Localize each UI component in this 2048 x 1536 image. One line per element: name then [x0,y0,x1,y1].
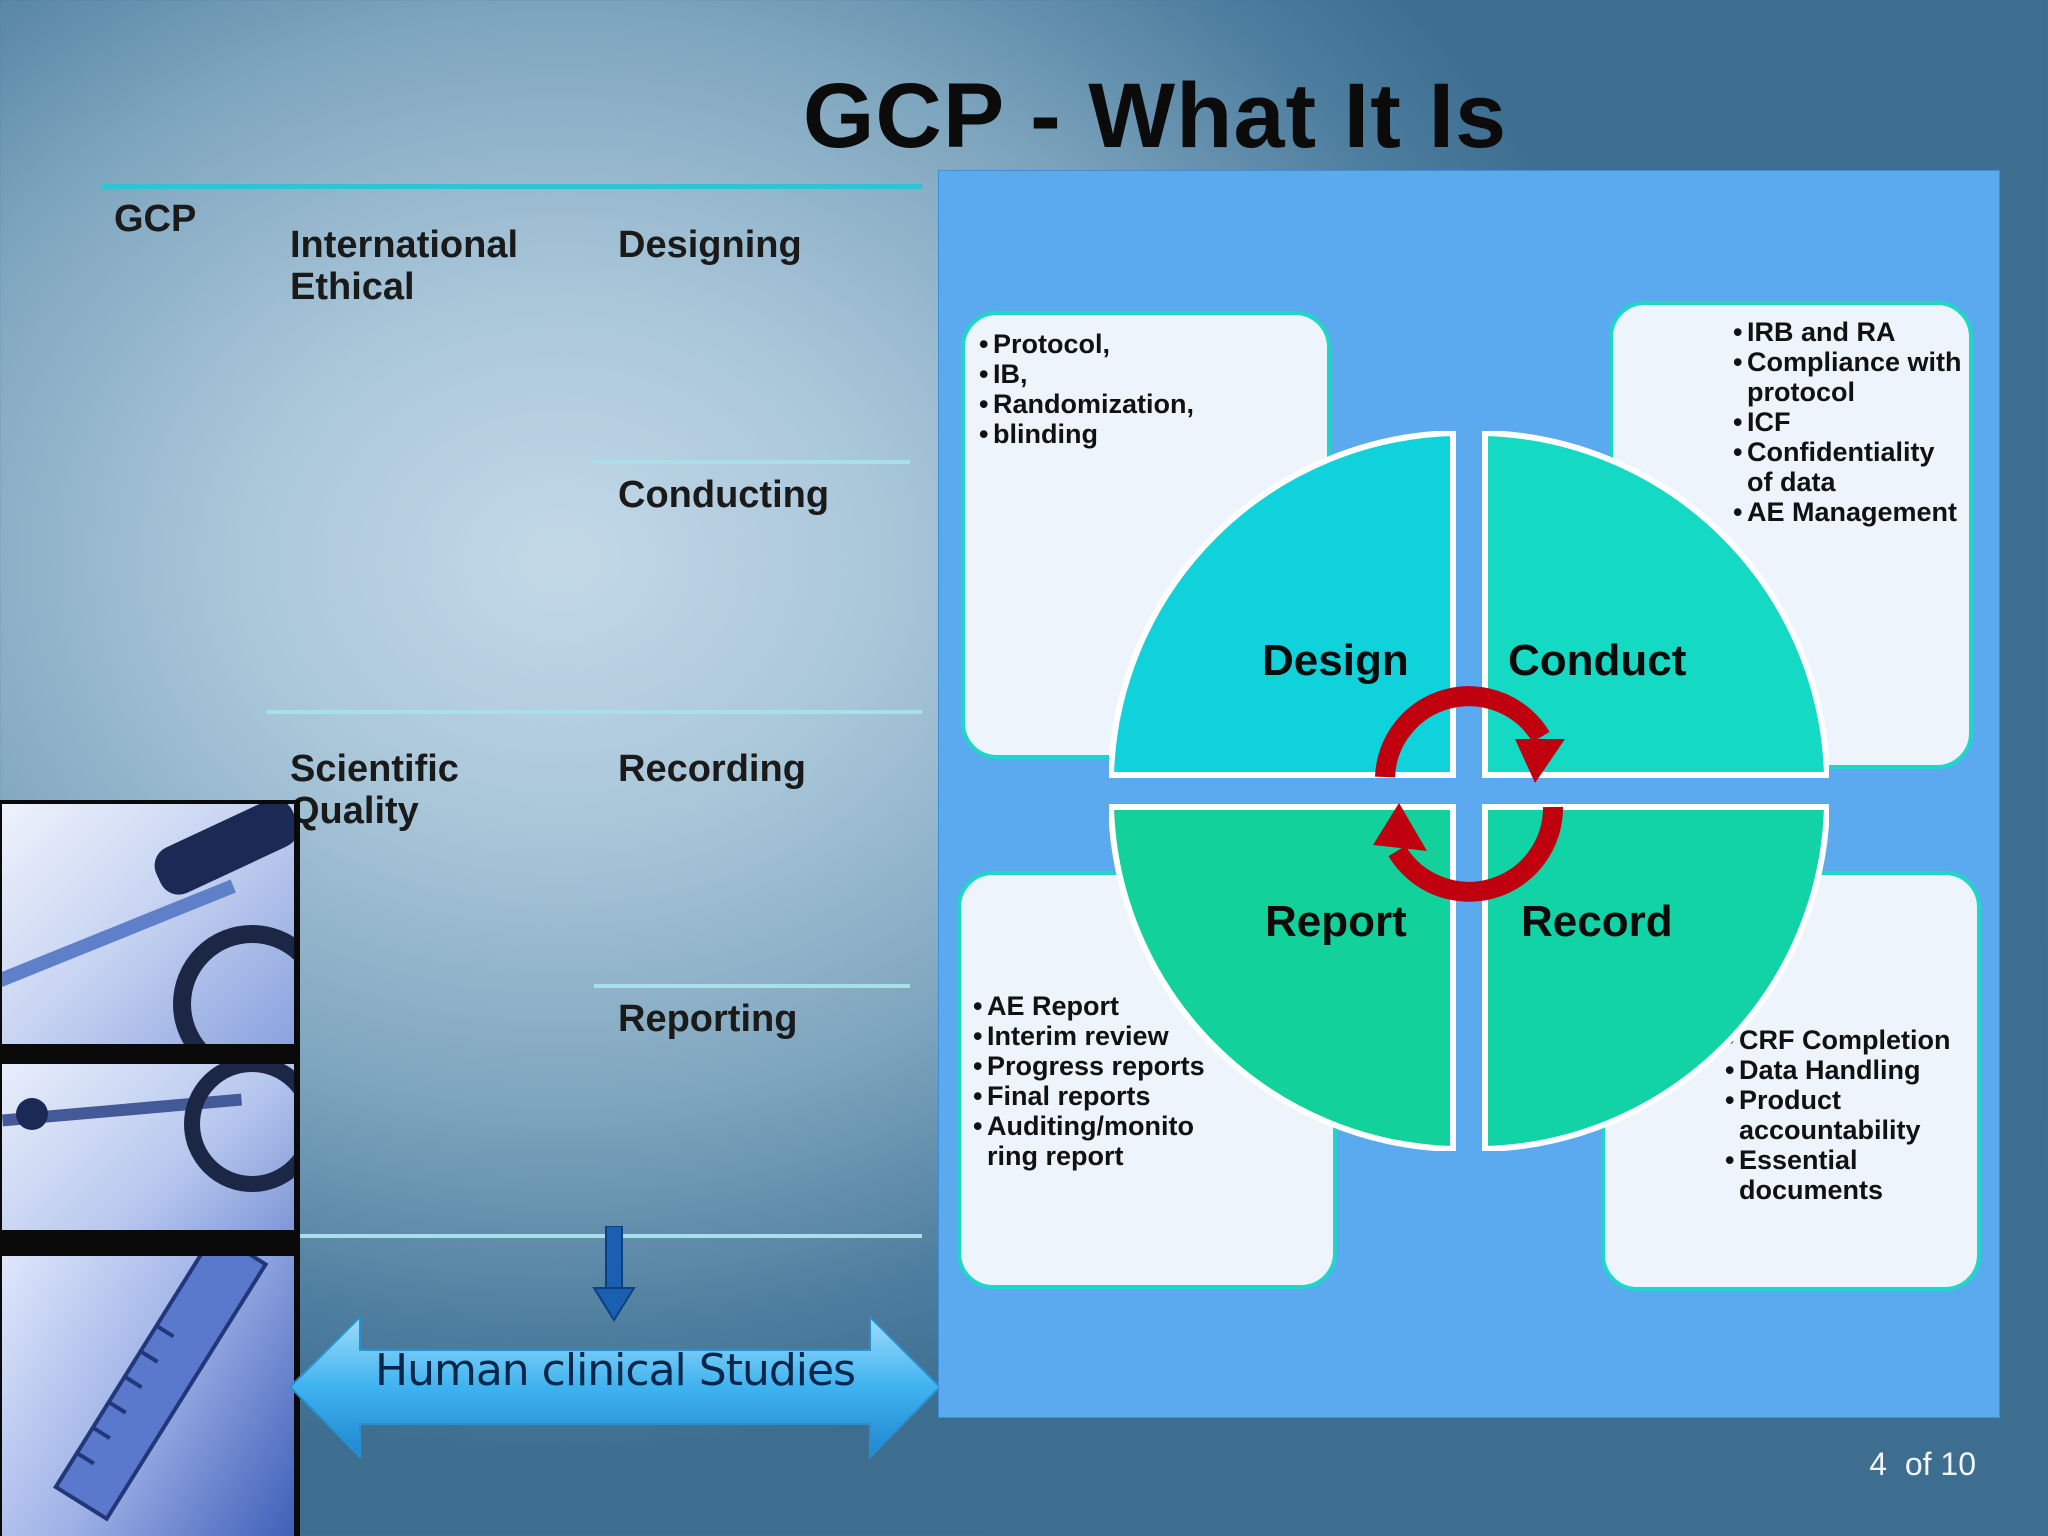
list-item: Confidentiality of data [1733,437,1963,497]
list-item: Final reports [973,1081,1223,1111]
rule-ethical-quality [266,710,922,714]
conduct-quadrant [1482,431,1829,778]
list-item: Compliance with protocol [1733,347,1963,407]
rule-recording-reporting [594,984,910,988]
conducting-label: Conducting [618,474,830,516]
medical-equipment-photo [0,800,300,1536]
list-item: Data Handling [1725,1055,1965,1085]
list-item: Randomization, [979,389,1194,419]
gcp-label: GCP [114,198,197,240]
design-label: Design [1262,636,1409,685]
current-page: 4 [1869,1446,1888,1482]
rule-designing-conducting [594,460,910,464]
arrow-down-icon [592,1226,636,1322]
list-item: Interim review [973,1021,1223,1051]
list-item: Essential documents [1725,1145,1965,1205]
list-item: AE Report [973,991,1223,1021]
human-clinical-studies-label: Human clinical Studies [374,1345,856,1396]
list-item: AE Management [1733,497,1963,527]
cycle-arrow-top-icon [1375,686,1550,778]
cycle-arrow-bottom-icon [1388,806,1564,902]
page-number: 4 of 10 [1869,1446,1976,1483]
recording-label: Recording [618,748,806,790]
conduct-label: Conduct [1508,636,1687,685]
list-item: IRB and RA [1733,317,1963,347]
report-quadrant [1109,804,1456,1151]
cycle-circle [1109,431,1829,1151]
list-item: Protocol, [979,329,1194,359]
slide-title: GCP - What It Is [802,65,1508,167]
international-ethical-label: International Ethical [290,224,519,308]
scientific-quality-label: Scientific Quality [290,748,459,832]
table-bottom-rule [266,1234,922,1238]
list-item: Progress reports [973,1051,1223,1081]
cycle-arrowhead-bottom-icon [1373,803,1427,851]
list-item: Product accountability [1725,1085,1965,1145]
record-quadrant [1482,804,1829,1151]
of-label: of [1904,1446,1932,1482]
cycle-arrowhead-top-icon [1515,739,1565,783]
table-top-rule [102,184,922,189]
gcp-cycle-panel: Protocol, IB, Randomization, blinding IR… [938,170,2000,1418]
list-item: Auditing/monito ring report [973,1111,1223,1171]
report-label: Report [1265,897,1407,946]
list-item: IB, [979,359,1194,389]
record-label: Record [1521,897,1673,946]
total-pages: 10 [1940,1446,1976,1482]
design-quadrant [1109,431,1456,778]
list-item: CRF Completion [1725,1025,1965,1055]
list-item: blinding [979,419,1194,449]
reporting-label: Reporting [618,998,798,1040]
double-arrow-icon [290,1314,940,1460]
list-item: ICF [1733,407,1963,437]
designing-label: Designing [618,224,802,266]
